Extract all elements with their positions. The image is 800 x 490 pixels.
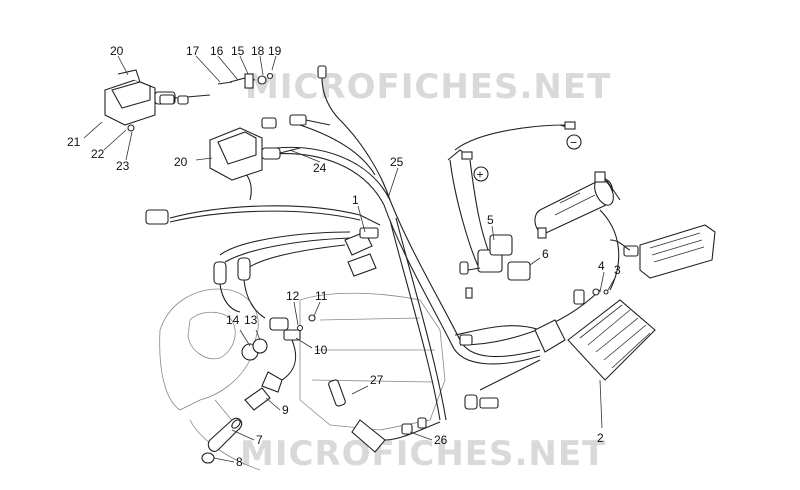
label-20-top: 20	[110, 44, 124, 58]
label-26: 26	[434, 433, 448, 447]
label-15: 15	[231, 44, 245, 58]
connector-block	[459, 319, 566, 353]
label-7: 7	[256, 433, 263, 447]
label-20-lower: 20	[174, 155, 188, 169]
label-2: 2	[597, 431, 604, 445]
label-19: 19	[268, 44, 282, 58]
label-24: 24	[313, 161, 327, 175]
label-22: 22	[91, 147, 105, 161]
negative-terminal-symbol: −	[570, 136, 577, 150]
label-25: 25	[390, 155, 404, 169]
relays	[459, 234, 531, 299]
ignition-coil-lower	[209, 127, 301, 181]
label-16: 16	[210, 44, 224, 58]
label-14: 14	[226, 313, 240, 327]
label-13: 13	[244, 313, 258, 327]
watermark-top: MICROFICHES.NET	[245, 67, 611, 107]
label-27: 27	[370, 373, 384, 387]
label-1: 1	[352, 193, 359, 207]
label-10: 10	[314, 343, 328, 357]
label-4: 4	[598, 259, 605, 273]
label-3: 3	[614, 263, 621, 277]
voltage-regulator	[567, 288, 656, 381]
label-8: 8	[236, 455, 243, 469]
label-17: 17	[186, 44, 200, 58]
plug-cap-lower	[328, 379, 499, 453]
connectors-top	[159, 65, 341, 129]
plug-leads	[213, 257, 316, 411]
main-harness	[169, 119, 620, 421]
plug-cap-parts	[201, 417, 243, 464]
fuel-pump	[534, 171, 621, 239]
label-6: 6	[542, 247, 549, 261]
ecu-module	[609, 224, 716, 279]
part-labels: 20 17 16 15 18 19 21 22 23 20 24 25 1 5 …	[67, 44, 621, 469]
harness-clips	[145, 209, 379, 277]
label-5: 5	[487, 213, 494, 227]
positive-terminal-symbol: +	[477, 168, 484, 182]
label-21: 21	[67, 135, 81, 149]
ignition-coil-upper	[104, 69, 211, 132]
label-11: 11	[315, 289, 328, 303]
battery-leads: + −	[447, 121, 582, 182]
label-9: 9	[282, 403, 289, 417]
watermark-bottom: MICROFICHES.NET	[240, 434, 606, 474]
label-18: 18	[251, 44, 265, 58]
label-12: 12	[286, 289, 300, 303]
leader-lines	[83, 55, 617, 463]
label-23: 23	[116, 159, 130, 173]
